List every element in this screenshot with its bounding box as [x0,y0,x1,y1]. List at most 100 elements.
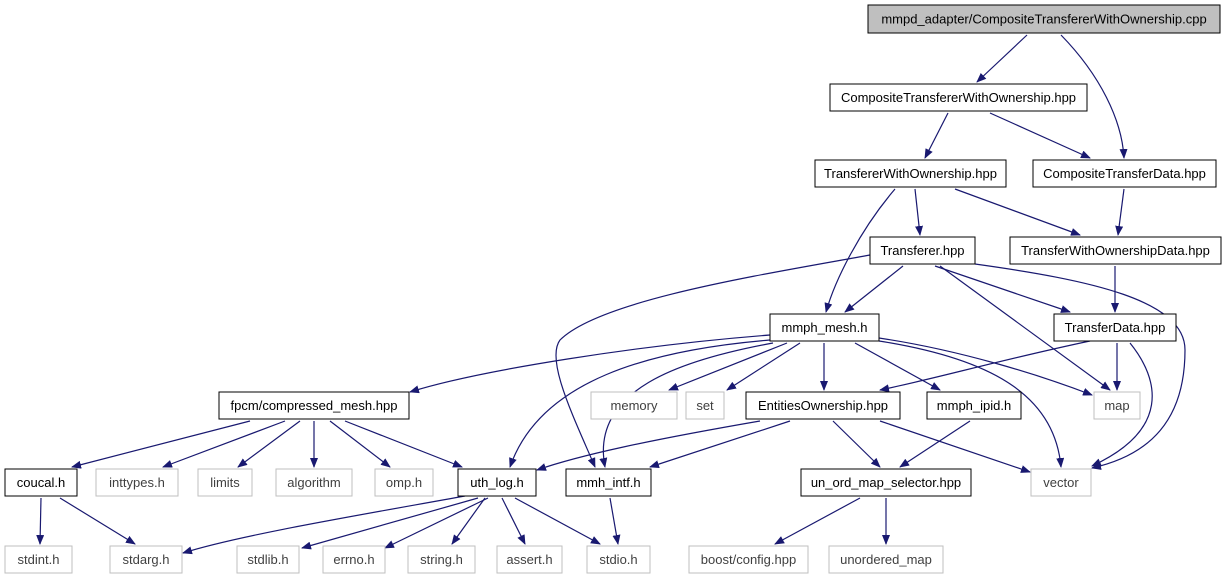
node-label: vector [1043,475,1079,490]
node-mesh[interactable]: mmph_mesh.h [769,313,880,342]
edge-uth-to-stdarg [182,495,466,555]
node-box [926,391,1022,420]
node-label: TransfererWithOwnership.hpp [824,166,997,181]
node-box [218,391,410,420]
edge-ctwo-to-ctd [989,112,1091,159]
node-tr[interactable]: Transferer.hpp [869,236,976,265]
node-box [4,545,73,574]
node-eo[interactable]: EntitiesOwnership.hpp [745,391,901,420]
node-label: assert.h [506,552,552,567]
node-label: memory [611,398,658,413]
node-label: TransferWithOwnershipData.hpp [1021,243,1210,258]
node-coucal[interactable]: coucal.h [4,468,78,497]
node-label: set [696,398,714,413]
node-uth[interactable]: uth_log.h [457,468,537,497]
node-vector: vector [1030,468,1092,497]
node-box [4,468,78,497]
node-label: CompositeTransferData.hpp [1043,166,1206,181]
node-errno: errno.h [322,545,386,574]
edge-fpcm-to-coucal [71,420,251,469]
node-set: set [685,391,725,420]
node-label: algorithm [287,475,340,490]
node-box [590,391,678,420]
node-two[interactable]: TransfererWithOwnership.hpp [814,159,1007,188]
node-memory: memory [590,391,678,420]
node-box [109,545,183,574]
node-box [1030,468,1092,497]
node-box [867,4,1221,34]
node-label: map [1104,398,1129,413]
node-label: string.h [420,552,463,567]
node-ipid[interactable]: mmph_ipid.h [926,391,1022,420]
node-label: limits [210,475,240,490]
node-label: stdio.h [599,552,637,567]
node-uoms[interactable]: un_ord_map_selector.hpp [800,468,972,497]
edge-two-to-mesh [824,188,896,313]
edge-tr-to-vector [974,263,1186,470]
edge-root-to-ctwo [976,34,1028,83]
edge-eo-to-uoms [832,420,881,468]
node-stdio: stdio.h [586,545,651,574]
node-box [685,391,725,420]
edge-uth-to-string [451,497,486,545]
edge-fpcm-to-limits [237,420,301,468]
edge-eo-to-uth [536,420,761,471]
edge-coucal-to-stdarg [59,497,136,545]
node-label: mmph_ipid.h [937,398,1011,413]
node-boost: boost/config.hpp [688,545,809,574]
edge-td-to-eo [879,340,1091,393]
node-layer: mmpd_adapter/CompositeTransfererWithOwne… [4,4,1222,574]
node-ctd[interactable]: CompositeTransferData.hpp [1032,159,1217,188]
node-label: Transferer.hpp [880,243,964,258]
node-box [1032,159,1217,188]
node-box [496,545,563,574]
node-box [829,83,1088,112]
node-label: CompositeTransfererWithOwnership.hpp [841,90,1076,105]
node-algorithm: algorithm [275,468,353,497]
node-stdarg: stdarg.h [109,545,183,574]
node-td[interactable]: TransferData.hpp [1053,313,1177,342]
node-label: unordered_map [840,552,932,567]
node-unordered: unordered_map [828,545,944,574]
edge-tr-to-mmh [555,254,871,468]
node-box [374,468,434,497]
node-box [565,468,652,497]
edge-fpcm-to-inttypes [162,420,286,468]
edge-tr-to-map [939,265,1111,391]
node-box [236,545,300,574]
node-ctwo[interactable]: CompositeTransfererWithOwnership.hpp [829,83,1088,112]
node-box [745,391,901,420]
edge-tr-to-mesh [844,265,904,313]
node-label: errno.h [333,552,374,567]
node-label: inttypes.h [109,475,165,490]
edge-uth-to-errno [384,497,489,549]
edge-mesh-to-mmh [599,342,774,468]
node-box [814,159,1007,188]
node-box [322,545,386,574]
node-label: un_ord_map_selector.hpp [811,475,961,490]
node-box [1009,236,1222,265]
node-box [869,236,976,265]
edge-root-to-ctd [1060,34,1128,159]
node-label: stdint.h [18,552,60,567]
edge-eo-to-vector [879,420,1031,473]
edge-mesh-to-map [878,337,1093,396]
node-box [1093,391,1141,420]
node-assert: assert.h [496,545,563,574]
node-box [800,468,972,497]
node-box [688,545,809,574]
node-twod[interactable]: TransferWithOwnershipData.hpp [1009,236,1222,265]
edge-mesh-to-vector [878,340,1065,468]
edge-layer [36,34,1186,555]
node-label: omp.h [386,475,422,490]
node-mmh[interactable]: mmh_intf.h [565,468,652,497]
edge-mesh-to-uth [509,339,771,468]
node-fpcm[interactable]: fpcm/compressed_mesh.hpp [218,391,410,420]
node-root[interactable]: mmpd_adapter/CompositeTransfererWithOwne… [867,4,1221,34]
edge-coucal-to-stdint [36,497,45,545]
node-label: fpcm/compressed_mesh.hpp [231,398,398,413]
node-label: TransferData.hpp [1065,320,1166,335]
node-box [586,545,651,574]
node-box [828,545,944,574]
